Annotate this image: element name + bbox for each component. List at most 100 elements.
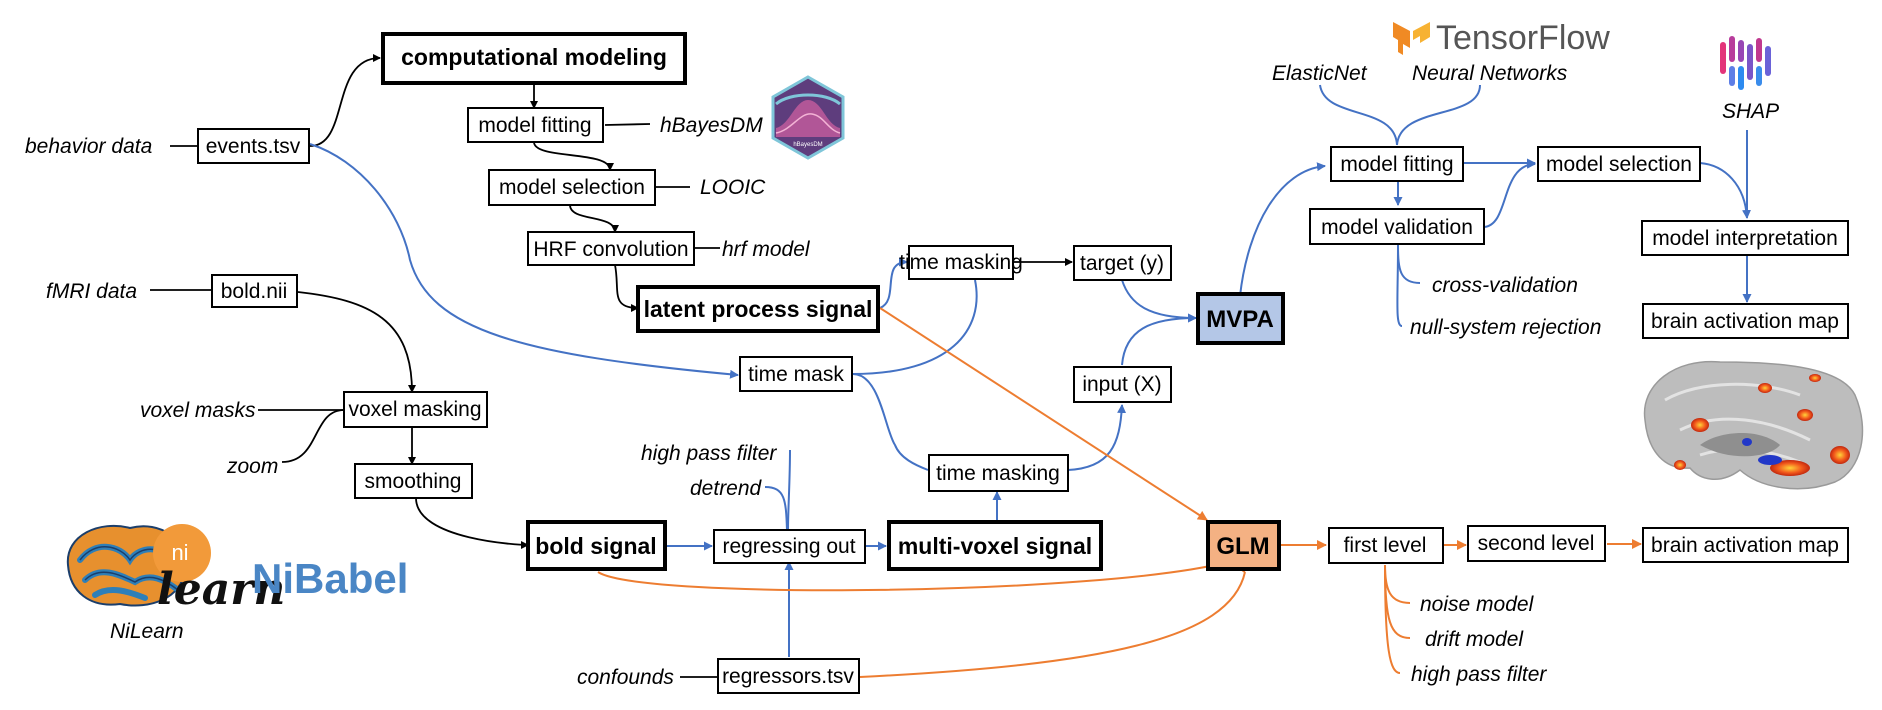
multi-voxel-signal-box: multi-voxel signal <box>887 520 1103 571</box>
mvpa-model-validation-box: model validation <box>1309 208 1485 245</box>
svg-text:model validation: model validation <box>1321 216 1473 239</box>
behavior-data-label: behavior data <box>25 135 152 158</box>
nilearn-logo: ni learn <box>66 524 285 615</box>
svg-text:input (X): input (X) <box>1082 373 1161 396</box>
brain-activation-map-bottom-box: brain activation map <box>1642 527 1849 563</box>
cross-validation-label: cross-validation <box>1432 274 1578 297</box>
svg-text:time masking: time masking <box>899 251 1023 274</box>
null-system-rejection-label: null-system rejection <box>1410 316 1601 339</box>
tensorflow-logo: TensorFlow <box>1393 19 1610 57</box>
voxel-masks-label: voxel masks <box>140 399 256 422</box>
bold-signal-box: bold signal <box>526 520 667 571</box>
hbayesdm-label: hBayesDM <box>660 114 763 137</box>
svg-text:first level: first level <box>1344 534 1427 557</box>
hrf-convolution-box: HRF convolution <box>527 231 695 266</box>
elasticnet-label: ElasticNet <box>1272 62 1368 85</box>
noise-model-label: noise model <box>1420 593 1535 616</box>
brain-activation-map-top-box: brain activation map <box>1642 303 1849 339</box>
time-masking-bottom-box: time masking <box>928 454 1069 492</box>
glm-box: GLM <box>1206 520 1281 571</box>
connector-neural-networks-to-model-fitting <box>1396 84 1481 146</box>
connector-events-to-computational-modeling <box>309 54 381 147</box>
time-mask-box: time mask <box>739 356 853 392</box>
shap-icon <box>1720 36 1771 90</box>
confounds-label: confounds <box>577 666 674 689</box>
svg-text:latent process signal: latent process signal <box>644 296 873 322</box>
connector-latent-to-time-masking <box>879 257 908 309</box>
regressors-tsv-box: regressors.tsv <box>717 658 860 694</box>
svg-text:regressors.tsv: regressors.tsv <box>722 665 854 688</box>
second-level-box: second level <box>1467 525 1606 562</box>
svg-text:model interpretation: model interpretation <box>1652 227 1838 250</box>
tensorflow-wordmark: TensorFlow <box>1436 19 1610 57</box>
connector-events-to-time-mask <box>309 143 739 379</box>
svg-text:model selection: model selection <box>1546 153 1692 176</box>
nilearn-caption: NiLearn <box>110 620 184 643</box>
connector-validation-to-cross-validation <box>1397 244 1421 284</box>
svg-text:bold.nii: bold.nii <box>221 280 288 303</box>
connector-input-to-mvpa <box>1121 313 1197 366</box>
nibabel-logo: NiBabel <box>252 555 408 602</box>
drift-model-label: drift model <box>1425 628 1524 651</box>
nilearn-learn-text: learn <box>157 564 285 615</box>
events-tsv-box: events.tsv <box>197 128 310 164</box>
hbayesdm-badge-text: hBayesDM <box>793 142 822 148</box>
target-y-box: target (y) <box>1073 245 1172 281</box>
regressing-out-box: regressing out <box>713 529 866 564</box>
mvpa-model-selection-box: model selection <box>1537 146 1701 182</box>
connector-mvpa-to-model-fitting <box>1239 162 1326 297</box>
svg-text:regressing out: regressing out <box>722 535 855 558</box>
neural-networks-label: Neural Networks <box>1412 62 1568 85</box>
time-masking-top-box: time masking <box>899 245 1023 280</box>
looic-label: LOOIC <box>700 176 766 199</box>
connector-time-mask-to-time-masking-top <box>852 279 978 375</box>
brain-activation-image <box>1643 360 1864 490</box>
connector-validation-to-selection <box>1483 159 1536 228</box>
fmri-data-label: fMRI data <box>46 280 137 303</box>
svg-text:model fitting: model fitting <box>1340 153 1453 176</box>
connector-validation-to-null-system <box>1396 244 1403 327</box>
mvpa-model-fitting-box: model fitting <box>1330 146 1464 182</box>
connector-zoom-to-voxel-masking <box>281 409 345 463</box>
svg-text:voxel masking: voxel masking <box>348 398 481 421</box>
bold-nii-box: bold.nii <box>211 274 298 308</box>
svg-text:events.tsv: events.tsv <box>206 135 301 158</box>
connector-hrf-to-latent <box>614 264 639 312</box>
connector-detrend-to-regressing <box>764 486 788 531</box>
high-pass-filter-bottom-label: high pass filter <box>1411 663 1547 686</box>
hrf-model-label: hrf model <box>722 238 811 261</box>
svg-text:multi-voxel signal: multi-voxel signal <box>898 533 1092 559</box>
connector-smoothing-to-bold-signal <box>415 497 529 549</box>
svg-text:smoothing: smoothing <box>365 470 462 493</box>
input-x-box: input (X) <box>1073 366 1172 403</box>
detrend-label: detrend <box>690 477 763 500</box>
connector-latent-to-glm <box>879 307 1208 521</box>
high-pass-filter-top-label: high pass filter <box>641 442 777 465</box>
mvpa-box: MVPA <box>1196 292 1285 345</box>
nilearn-ni-text: ni <box>171 540 188 565</box>
connector-elasticnet-to-model-fitting <box>1319 84 1398 146</box>
connector-selection-to-interpretation <box>1699 162 1752 219</box>
first-level-box: first level <box>1328 527 1444 564</box>
connector-regressors-to-glm <box>859 571 1246 678</box>
computational-modeling-box: computational modeling <box>381 32 687 85</box>
connector-selection-to-hrf <box>569 204 619 233</box>
connectors <box>150 54 1752 678</box>
voxel-masking-box: voxel masking <box>343 391 488 428</box>
latent-process-signal-box: latent process signal <box>636 285 880 333</box>
connector-fitting-to-selection <box>533 141 614 171</box>
connector-first-level-to-noise-model <box>1384 564 1411 604</box>
svg-text:model fitting: model fitting <box>478 114 591 137</box>
svg-text:bold signal: bold signal <box>535 533 656 559</box>
connector-target-to-mvpa <box>1121 279 1197 323</box>
svg-text:second level: second level <box>1478 532 1595 555</box>
svg-text:brain activation map: brain activation map <box>1651 310 1839 333</box>
hbayesdm-logo: hBayesDM <box>771 75 845 160</box>
connector-hbayesdm-to-model-fitting <box>604 123 651 126</box>
smoothing-box: smoothing <box>354 463 473 499</box>
connector-bold-to-voxel-masking <box>297 291 416 393</box>
svg-text:computational modeling: computational modeling <box>401 44 667 70</box>
zoom-label: zoom <box>226 455 278 478</box>
shap-label: SHAP <box>1722 100 1779 123</box>
